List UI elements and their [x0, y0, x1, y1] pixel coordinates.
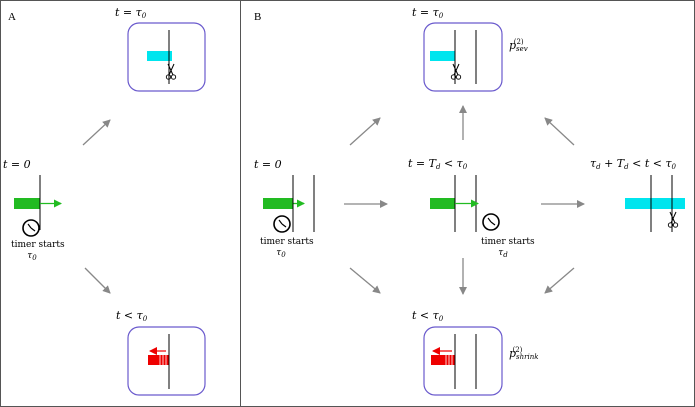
panel-b-time-top: t = τ0	[412, 6, 444, 20]
clock-icon	[273, 215, 291, 233]
arrow-a-down	[84, 267, 111, 294]
panel-b-timer2-caption: timer starts τd	[481, 237, 535, 259]
panel-a-severed-box	[127, 22, 206, 92]
panel-b-time-right: τd + Td < t < τ0	[590, 157, 677, 171]
arrow-b-right-down	[544, 267, 575, 294]
panel-a-shrinking-box	[127, 326, 206, 396]
panel-b-timer1-caption: timer starts τ0	[260, 237, 314, 259]
severed-filament	[147, 51, 172, 61]
clock-icon	[22, 219, 40, 237]
arrow-a-up	[82, 119, 111, 146]
panel-a-time-top: t = τ0	[115, 6, 147, 20]
panel-b-shrinking-box	[423, 326, 503, 396]
p-sev-label: psev(2)	[509, 38, 528, 53]
panel-b-severed-right	[625, 175, 685, 232]
panel-b-time-left: t = 0	[254, 158, 282, 171]
panel-a-growing-filament	[14, 175, 62, 237]
arrow-b-left-down	[349, 267, 381, 294]
arrow-b-left-up	[349, 117, 381, 146]
scissors-icon	[667, 211, 679, 228]
panel-b-time-mid: t = Td < τ0	[408, 157, 468, 171]
clock-icon	[482, 213, 500, 231]
panel-b-time-bottom: t < τ0	[412, 309, 444, 323]
panel-a-time-left: t = 0	[3, 158, 31, 171]
panel-a-timer-caption: timer starts τ0	[11, 240, 65, 262]
panel-b-severed-box	[423, 22, 503, 92]
panel-a-label: A	[8, 11, 16, 23]
panel-a-time-bottom: t < τ0	[116, 309, 148, 323]
p-shrink-label: pshrink(2)	[509, 346, 539, 361]
panel-b-contact-filament	[430, 175, 500, 232]
arrow-b-right-up	[544, 117, 575, 146]
panel-b-label: B	[254, 11, 262, 23]
panel-b-growing-filament	[263, 175, 315, 233]
